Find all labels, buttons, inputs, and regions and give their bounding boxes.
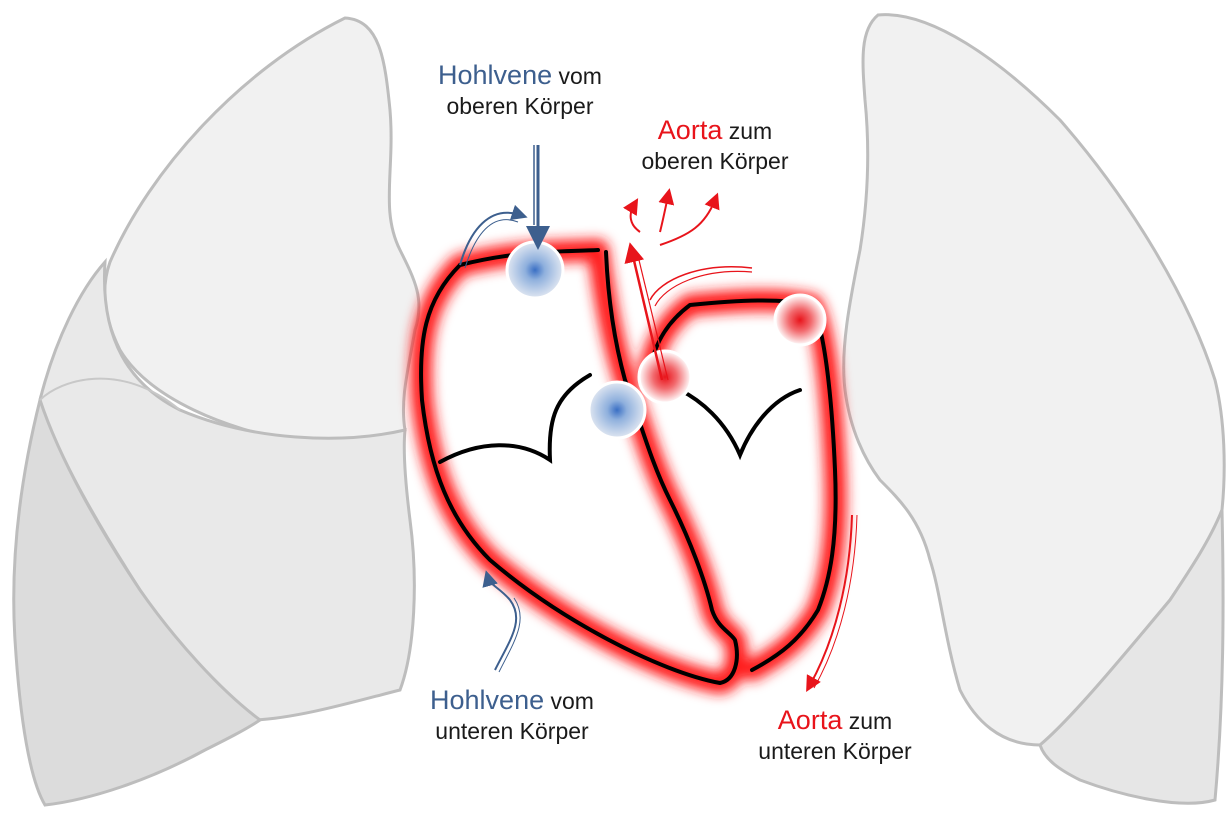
label-aorta-upper: Aorta zum oberen Körper	[600, 115, 830, 176]
right-lung	[844, 15, 1225, 804]
label-aorta-lower-line2: unteren Körper	[720, 736, 950, 766]
mitral-valve	[680, 390, 800, 455]
label-vena-cava-upper-rest: vom	[552, 63, 602, 89]
label-aorta-lower: Aorta zum unteren Körper	[720, 705, 950, 766]
left-lung-upper-lobe	[105, 18, 419, 442]
branch-arrow-2	[660, 196, 668, 232]
ivc-arrow	[488, 578, 516, 670]
tricuspid-valve	[440, 375, 590, 462]
label-aorta-lower-highlight: Aorta	[778, 705, 843, 735]
label-vena-cava-lower-highlight: Hohlvene	[430, 685, 544, 715]
label-aorta-upper-highlight: Aorta	[658, 115, 723, 145]
label-vena-cava-lower-rest: vom	[544, 688, 594, 714]
label-aorta-upper-line2: oberen Körper	[600, 146, 830, 176]
pulmonary-valve	[589, 382, 645, 438]
label-vena-cava-lower-line2: unteren Körper	[392, 716, 632, 746]
branch-arrow-3	[660, 200, 715, 245]
label-aorta-upper-rest: zum	[722, 118, 772, 144]
label-vena-cava-lower: Hohlvene vom unteren Körper	[392, 685, 632, 746]
branch-arrow-1	[631, 205, 640, 232]
left-lung	[14, 18, 419, 805]
heart-glow	[421, 250, 836, 683]
pulmonary-vein-inlet	[775, 295, 825, 345]
heart	[421, 250, 836, 683]
label-vena-cava-upper-highlight: Hohlvene	[438, 60, 552, 90]
label-vena-cava-upper: Hohlvene vom oberen Körper	[400, 60, 640, 121]
superior-vena-cava-inlet	[507, 242, 563, 298]
label-aorta-lower-rest: zum	[842, 708, 892, 734]
aortic-valve	[639, 351, 691, 403]
